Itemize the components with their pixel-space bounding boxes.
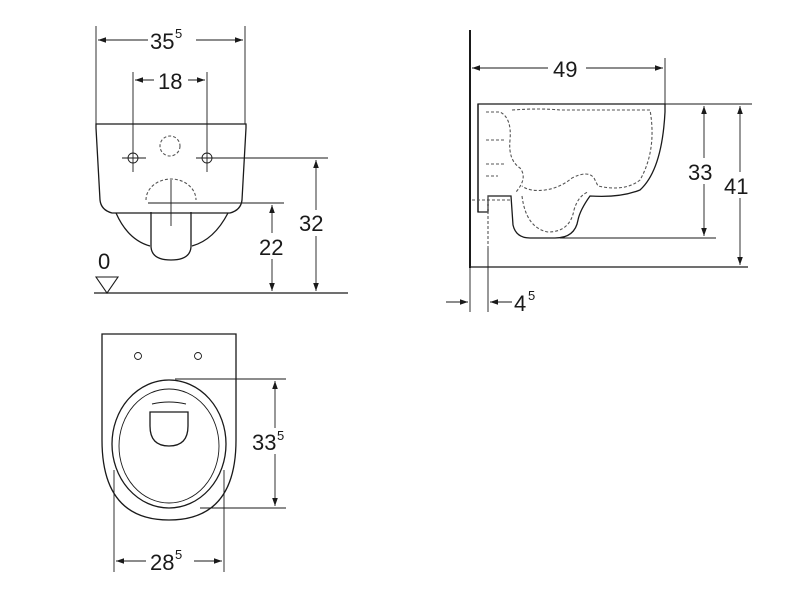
front-fixing-left	[122, 145, 146, 172]
side-bowl-inner-hidden	[511, 108, 653, 192]
front-outlet-height-label: 22	[259, 235, 283, 260]
top-width-label: 28	[150, 550, 174, 575]
side-bowl-outline	[477, 103, 666, 239]
front-width-sup: 5	[175, 26, 182, 41]
front-width-label: 35	[150, 29, 174, 54]
side-depth-label: 49	[553, 57, 577, 82]
floor-level-marker	[94, 276, 120, 294]
top-width-sup: 5	[175, 547, 182, 562]
side-total-height-label: 41	[724, 174, 748, 199]
front-inlet-circle	[159, 135, 181, 157]
front-fixing-right	[196, 145, 220, 172]
side-outlet-hidden	[521, 191, 589, 233]
top-view: 33 5 28 5	[101, 333, 298, 575]
front-outlet-circle	[145, 178, 197, 201]
top-length-sup: 5	[277, 428, 284, 443]
side-wall-gap-label: 4	[514, 291, 526, 316]
top-rim-inner	[118, 388, 220, 504]
top-fixing-hole-right	[194, 352, 202, 360]
side-view: 49 33 41 4 5	[446, 30, 758, 316]
front-outlet-spigot	[150, 212, 192, 261]
front-bowl-lower	[115, 212, 229, 247]
floor-level-label: 0	[98, 249, 110, 274]
top-outer-outline	[101, 333, 237, 521]
top-outlet-opening	[149, 411, 189, 447]
side-rim-outlet-label: 33	[688, 160, 712, 185]
front-view: 0 35 5 18 22 32	[94, 26, 348, 294]
front-fixing-height-label: 32	[299, 211, 323, 236]
front-fixing-spacing-label: 18	[158, 69, 182, 94]
side-wall-gap-sup: 5	[528, 288, 535, 303]
front-bowl-outline	[95, 123, 247, 214]
top-fixing-hole-left	[134, 352, 142, 360]
side-trap-hidden	[486, 111, 524, 193]
top-length-label: 33	[252, 430, 276, 455]
top-rim-outer	[111, 379, 227, 509]
